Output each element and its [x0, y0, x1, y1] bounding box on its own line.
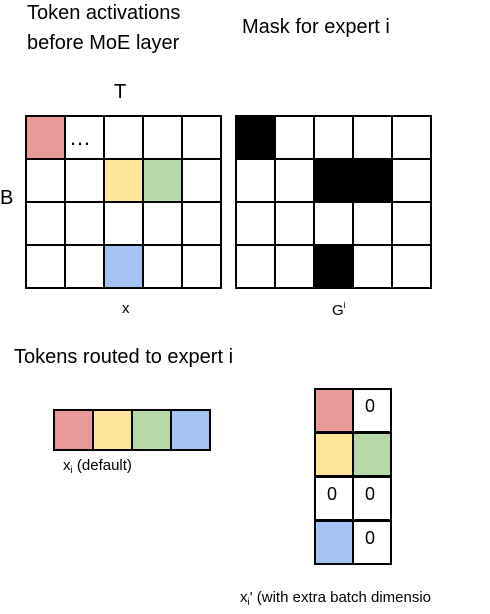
batched-token-cell: [314, 388, 354, 433]
mask-cell: [235, 158, 276, 203]
mask-cell: [391, 158, 432, 203]
activation-cell: [25, 115, 66, 160]
mask-cell: [235, 115, 276, 160]
zero-text: 0: [365, 528, 376, 548]
activation-cell: [25, 244, 66, 289]
activation-cell: [103, 115, 144, 160]
activation-cell: [142, 244, 183, 289]
b-axis-label: B: [0, 187, 14, 209]
mask-cell: [352, 201, 393, 246]
activation-cell: [181, 244, 222, 289]
activations-title-line2: before MoE layer: [27, 32, 180, 54]
routed-token-cell: [170, 409, 211, 451]
zero-text: 0: [327, 484, 338, 504]
mask-cell: [313, 158, 354, 203]
xi-batched-label: xi' (with extra batch dimensio: [240, 589, 432, 608]
routed-title: Tokens routed to expert i: [14, 346, 234, 368]
batched-token-cell: [352, 476, 392, 521]
activation-cell: [181, 201, 222, 246]
zero-text: 0: [365, 484, 376, 504]
ellipsis-text: …: [69, 125, 91, 150]
mask-cell: [274, 115, 315, 160]
activation-cell: [103, 201, 144, 246]
activation-cell: [103, 158, 144, 203]
routed-token-cell: [131, 409, 172, 451]
batched-token-cell: [352, 388, 392, 433]
activation-cell: [25, 158, 66, 203]
batched-token-cell: [352, 432, 392, 477]
activation-cell: [181, 115, 222, 160]
activation-cell: [64, 244, 105, 289]
mask-cell: [274, 201, 315, 246]
g-label: Gi: [332, 300, 346, 319]
mask-title: Mask for expert i: [242, 16, 390, 38]
activation-cell: [142, 115, 183, 160]
xi-default-label: xi (default): [63, 457, 132, 476]
batched-token-cell: [352, 520, 392, 565]
mask-cell: [235, 244, 276, 289]
activation-cell: [142, 158, 183, 203]
mask-cell: [391, 244, 432, 289]
activation-cell: [142, 201, 183, 246]
activation-cell: [25, 201, 66, 246]
batched-token-cell: [314, 520, 354, 565]
mask-cell: [235, 201, 276, 246]
activation-cell: [181, 158, 222, 203]
activations-title-line1: Token activations: [27, 2, 181, 24]
mask-cell: [391, 115, 432, 160]
batched-token-cell: [314, 432, 354, 477]
activation-cell: [64, 115, 105, 160]
mask-cell: [313, 244, 354, 289]
mask-cell: [274, 158, 315, 203]
activation-cell: [64, 158, 105, 203]
mask-cell: [313, 201, 354, 246]
mask-cell: [391, 201, 432, 246]
x-label: x: [122, 300, 130, 317]
routed-token-cell: [92, 409, 133, 451]
t-axis-label: T: [114, 81, 127, 103]
mask-cell: [352, 158, 393, 203]
mask-cell: [352, 115, 393, 160]
mask-cell: [313, 115, 354, 160]
zero-text: 0: [365, 396, 376, 416]
mask-cell: [352, 244, 393, 289]
activation-cell: [103, 244, 144, 289]
routed-token-cell: [53, 409, 94, 451]
activation-cell: [64, 201, 105, 246]
mask-cell: [274, 244, 315, 289]
